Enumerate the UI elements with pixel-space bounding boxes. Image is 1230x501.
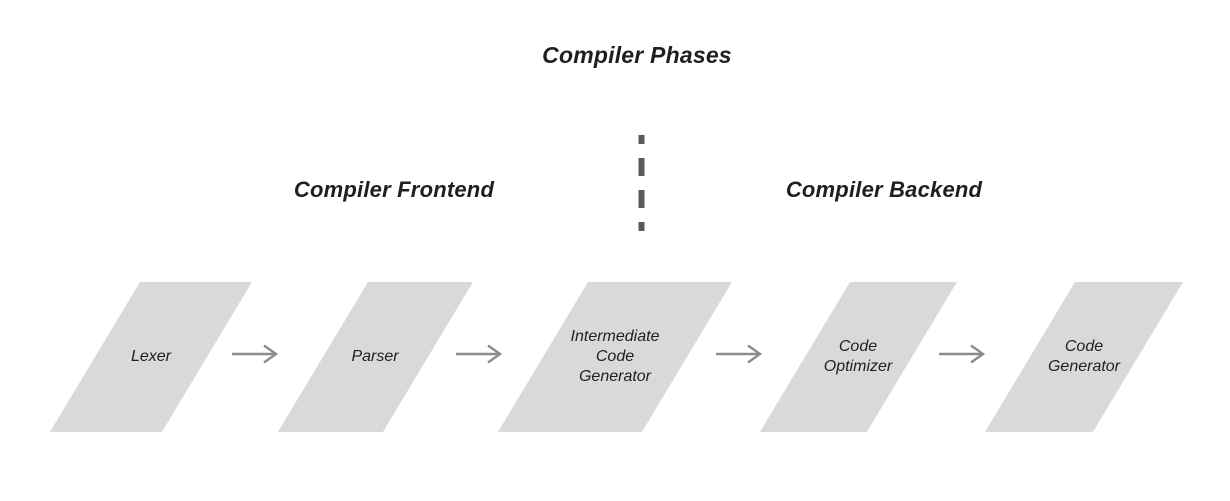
stage-label-lexer: Lexer: [130, 348, 172, 365]
flow-arrow-icon: [939, 344, 986, 364]
flow-arrow-icon: [456, 344, 503, 364]
diagram-title: Compiler Phases: [542, 42, 732, 68]
backend-section-label: Compiler Backend: [785, 177, 983, 202]
frontend-section-label: Compiler Frontend: [293, 177, 495, 202]
stage-label-intermediate-code-generator: Intermediate Code Generator: [570, 328, 660, 385]
section-divider-dashed-line-icon: [638, 135, 645, 231]
stage-label-parser: Parser: [351, 348, 399, 365]
stage-label-code-optimizer: Code Optimizer: [823, 338, 893, 375]
flow-arrow-icon: [232, 344, 279, 364]
stage-label-code-generator: Code Generator: [1047, 338, 1121, 375]
flow-arrow-icon: [716, 344, 763, 364]
